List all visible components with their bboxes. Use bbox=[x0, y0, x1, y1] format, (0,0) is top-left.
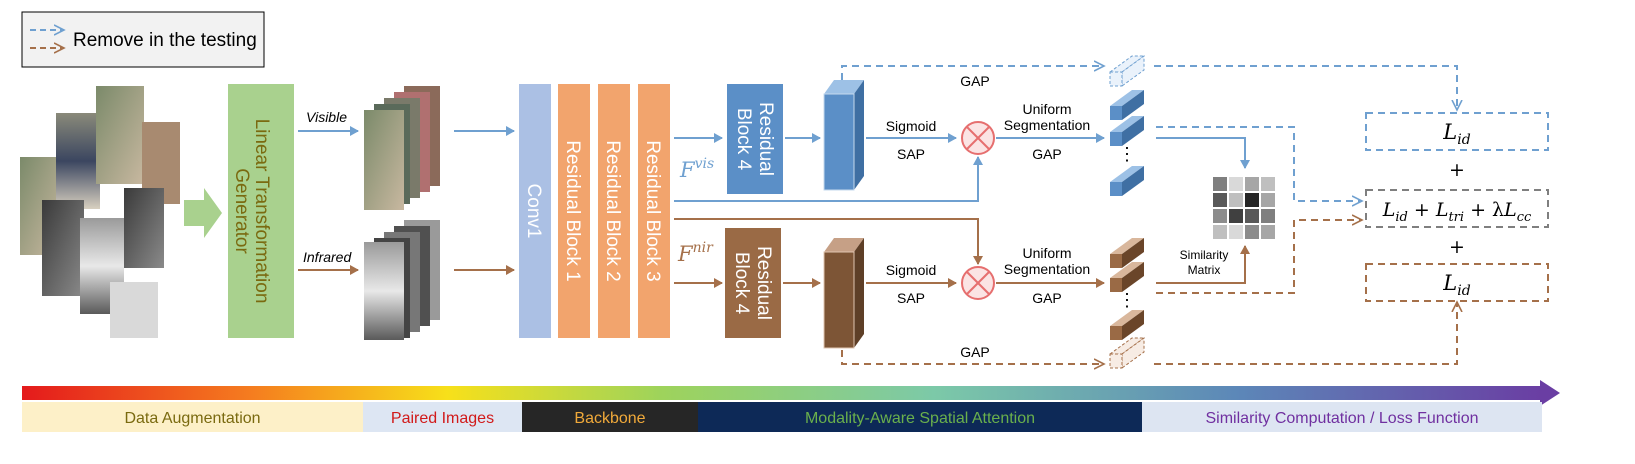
infrared-part-features: ⋮ bbox=[1108, 238, 1146, 369]
matrix-cell bbox=[1213, 177, 1227, 191]
matrix-cell bbox=[1245, 209, 1259, 223]
infrared-image-stack bbox=[364, 220, 440, 340]
sap-label-visible: SAP bbox=[897, 146, 925, 162]
person-photo bbox=[96, 86, 144, 184]
multiply-node-infrared bbox=[961, 266, 995, 300]
nir-skip-arrow bbox=[674, 218, 983, 265]
svg-text:Residual Block 1: Residual Block 1 bbox=[562, 140, 583, 282]
plus-sign: + bbox=[1449, 236, 1465, 258]
svg-text:Uniform: Uniform bbox=[1022, 101, 1071, 117]
stage-label: Similarity Computation / Loss Function bbox=[1206, 410, 1479, 427]
visible-feature-map bbox=[823, 80, 864, 191]
stage-label: Data Augmentation bbox=[124, 410, 260, 427]
svg-text:Block 4: Block 4 bbox=[733, 108, 754, 171]
svg-text:Segmentation: Segmentation bbox=[1004, 117, 1090, 133]
similarity-label-2: Matrix bbox=[1188, 263, 1221, 277]
conv1-block: Conv1 bbox=[519, 84, 551, 338]
plus-sign: + bbox=[1449, 159, 1465, 181]
vis-skip-arrow bbox=[674, 156, 983, 202]
residual-block-4-visible: Residual Block 4 bbox=[727, 84, 783, 194]
svg-text:GAP: GAP bbox=[1032, 290, 1062, 306]
sigmoid-label-infrared: Sigmoid bbox=[886, 262, 937, 278]
f-vis-label: Fvis bbox=[679, 156, 714, 182]
stage-bar: Data Augmentation Paired Images Backbone Mo… bbox=[22, 402, 1542, 432]
visible-part-features: ⋮ bbox=[1108, 55, 1146, 196]
svg-text:GAP: GAP bbox=[960, 344, 990, 360]
infrared-label: Infrared bbox=[303, 249, 352, 265]
stage-label: Paired Images bbox=[391, 410, 494, 427]
svg-text:Residual Block 3: Residual Block 3 bbox=[642, 140, 663, 282]
matrix-cell bbox=[1245, 193, 1259, 207]
generator-block: Linear Transformation Generator bbox=[228, 84, 294, 338]
matrix-cell bbox=[1245, 177, 1259, 191]
svg-text:GAP: GAP bbox=[960, 73, 990, 89]
input-images bbox=[20, 86, 180, 338]
svg-text:Lid: Lid bbox=[1442, 271, 1470, 299]
person-photo bbox=[42, 200, 84, 296]
similarity-matrix bbox=[1213, 177, 1275, 239]
svg-text:Block 4: Block 4 bbox=[731, 252, 752, 315]
svg-text:⋮: ⋮ bbox=[1118, 290, 1136, 310]
sap-label-infrared: SAP bbox=[897, 290, 925, 306]
matrix-cell bbox=[1229, 209, 1243, 223]
similarity-label-1: Similarity bbox=[1180, 248, 1229, 262]
loss-box-infrared: Lid bbox=[1365, 263, 1549, 302]
legend-text: Remove in the testing bbox=[73, 30, 257, 51]
matrix-cell bbox=[1261, 225, 1275, 239]
matrix-cell bbox=[1229, 225, 1243, 239]
residual-block-1: Residual Block 1 bbox=[558, 84, 590, 338]
gap-dashed-visible bbox=[841, 66, 1104, 80]
visible-label: Visible bbox=[306, 109, 347, 125]
multiply-node-visible bbox=[961, 121, 995, 155]
f-nir-label: Fnir bbox=[677, 240, 714, 266]
residual-block-2: Residual Block 2 bbox=[598, 84, 630, 338]
stage-segment bbox=[522, 402, 698, 432]
matrix-cell bbox=[1229, 193, 1243, 207]
stage-label: Backbone bbox=[574, 410, 645, 427]
stage-segment bbox=[1142, 402, 1542, 432]
stage-segment bbox=[698, 402, 1142, 432]
gap-dashed-infrared bbox=[841, 350, 1104, 364]
stage-segment bbox=[363, 402, 522, 432]
stage-segment bbox=[22, 402, 363, 432]
person-photo bbox=[110, 282, 158, 338]
generator-line2: Generator bbox=[231, 168, 252, 254]
stage-arrow bbox=[22, 380, 1560, 406]
svg-text:Uniform: Uniform bbox=[1022, 245, 1071, 261]
matrix-cell bbox=[1261, 177, 1275, 191]
generator-line1: Linear Transformation bbox=[251, 119, 272, 304]
svg-text:Lid + Ltri + λLcc: Lid + Ltri + λLcc bbox=[1382, 199, 1532, 225]
matrix-cell bbox=[1213, 225, 1227, 239]
svg-text:GAP: GAP bbox=[1032, 146, 1062, 162]
svg-text:Lid: Lid bbox=[1442, 120, 1470, 148]
svg-text:Segmentation: Segmentation bbox=[1004, 261, 1090, 277]
loss-box-visible: Lid bbox=[1365, 112, 1549, 151]
matrix-cell bbox=[1261, 193, 1275, 207]
matrix-cell bbox=[1261, 209, 1275, 223]
legend-box: Remove in the testing bbox=[21, 11, 265, 68]
svg-text:Conv1: Conv1 bbox=[523, 184, 544, 239]
infrared-feature-map bbox=[823, 238, 864, 349]
loss-box-joint: Lid + Ltri + λLcc bbox=[1365, 189, 1549, 228]
residual-block-3: Residual Block 3 bbox=[638, 84, 670, 338]
dots: ⋮ bbox=[1118, 144, 1136, 164]
matrix-cell bbox=[1229, 177, 1243, 191]
matrix-cell bbox=[1213, 209, 1227, 223]
svg-text:Residual: Residual bbox=[753, 246, 774, 320]
matrix-cell bbox=[1213, 193, 1227, 207]
svg-text:Residual Block 2: Residual Block 2 bbox=[602, 140, 623, 282]
stage-label: Modality-Aware Spatial Attention bbox=[805, 410, 1035, 427]
residual-block-4-infrared: Residual Block 4 bbox=[725, 228, 781, 338]
augment-arrow bbox=[184, 188, 222, 238]
svg-text:Residual: Residual bbox=[755, 102, 776, 176]
visible-image-stack bbox=[364, 86, 440, 210]
sigmoid-label-visible: Sigmoid bbox=[886, 118, 937, 134]
person-photo bbox=[56, 113, 100, 209]
matrix-cell bbox=[1245, 225, 1259, 239]
person-photo bbox=[124, 188, 164, 268]
